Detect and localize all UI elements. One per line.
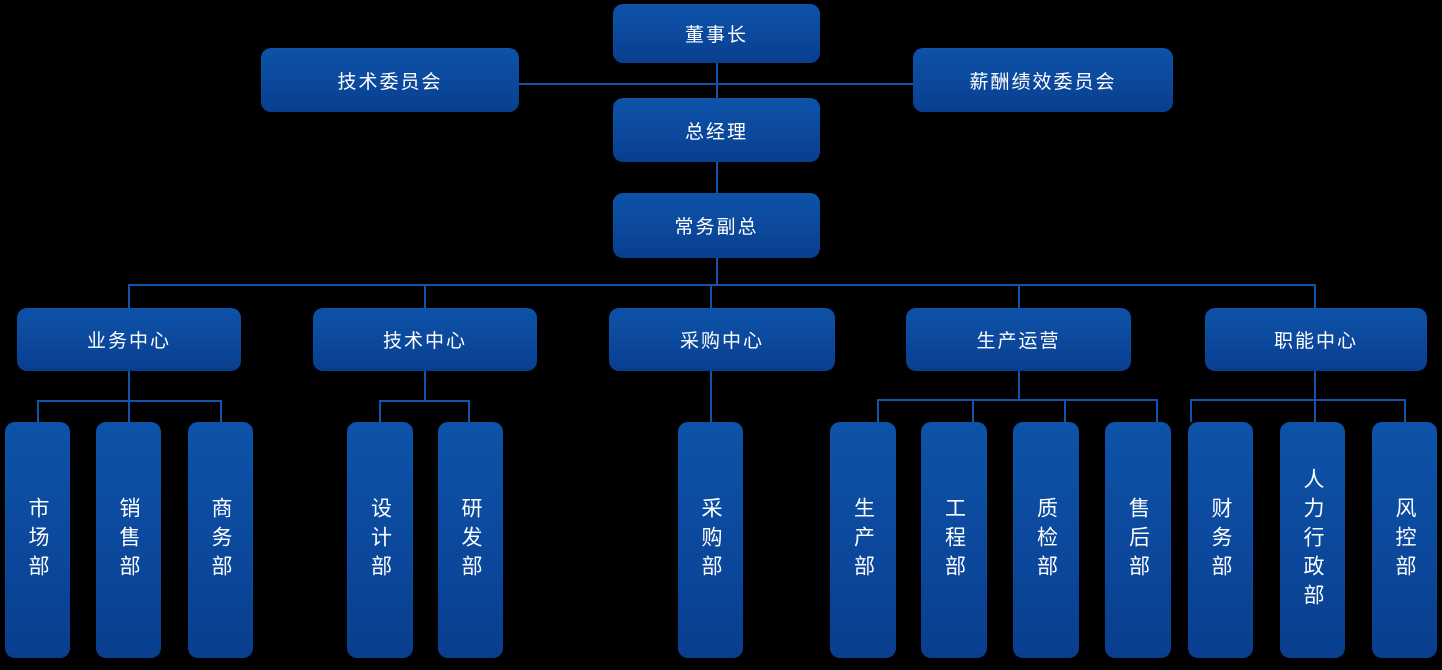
connector-stub-biz-center — [128, 284, 130, 308]
connector-stub-production — [877, 399, 879, 422]
connector-stub-procurement-center — [710, 284, 712, 308]
connector-stub-commerce — [220, 400, 222, 422]
connector-stub-quality — [1064, 399, 1066, 422]
org-node-production-dept: 生产部 — [830, 422, 896, 658]
org-node-functional-center: 职能中心 — [1205, 308, 1427, 371]
org-node-quality-dept: 质检部 — [1013, 422, 1079, 658]
rnd-dept-label: 研发部 — [459, 496, 483, 584]
org-node-finance-dept: 财务部 — [1188, 422, 1253, 658]
connector-stub-marketing — [37, 400, 39, 422]
connector-committees — [519, 83, 913, 85]
connector-stub-tech-center — [424, 284, 426, 308]
design-dept-label: 设计部 — [368, 496, 393, 584]
connector-stub-functional-center — [1314, 284, 1316, 308]
org-node-risk-control-dept: 风控部 — [1372, 422, 1437, 658]
connector-stub-design — [379, 400, 381, 422]
hr-admin-dept-label: 人力行政部 — [1301, 467, 1325, 613]
org-node-production-ops: 生产运营 — [906, 308, 1131, 371]
org-node-tech-center: 技术中心 — [313, 308, 537, 371]
quality-dept-label: 质检部 — [1034, 496, 1059, 584]
finance-dept-label: 财务部 — [1209, 496, 1233, 584]
marketing-dept-label: 市场部 — [26, 496, 50, 584]
org-node-tech-committee: 技术委员会 — [261, 48, 519, 112]
org-node-general-manager: 总经理 — [613, 98, 820, 162]
org-node-purchasing-dept: 采购部 — [678, 422, 743, 658]
after-sales-dept-label: 售后部 — [1126, 496, 1151, 584]
org-node-biz-center: 业务中心 — [17, 308, 241, 371]
purchasing-dept-label: 采购部 — [699, 496, 723, 584]
org-node-after-sales-dept: 售后部 — [1105, 422, 1171, 658]
connector-tech-bus — [379, 400, 470, 402]
org-node-commerce-dept: 商务部 — [188, 422, 253, 658]
connector-gm-deputy — [716, 162, 718, 193]
connector-stub-engineering — [972, 399, 974, 422]
org-node-rnd-dept: 研发部 — [438, 422, 503, 658]
production-dept-label: 生产部 — [851, 496, 876, 584]
org-node-design-dept: 设计部 — [347, 422, 413, 658]
org-node-comp-perf-committee: 薪酬绩效委员会 — [913, 48, 1173, 112]
connector-stub-rnd — [468, 400, 470, 422]
connector-tech-parent — [424, 371, 426, 401]
connector-chairman-gm — [716, 63, 718, 98]
connector-func-bus — [1190, 399, 1406, 401]
org-node-marketing-dept: 市场部 — [5, 422, 70, 658]
connector-prod-bus — [877, 399, 1158, 401]
connector-stub-sales — [128, 400, 130, 422]
connector-stub-risk-control — [1404, 399, 1406, 422]
connector-stub-production-ops — [1018, 284, 1020, 308]
org-node-procurement-center: 采购中心 — [609, 308, 835, 371]
connector-deputy-down — [716, 258, 718, 285]
risk-control-dept-label: 风控部 — [1393, 496, 1417, 584]
org-node-chairman: 董事长 — [613, 4, 820, 63]
connector-func-parent — [1314, 371, 1316, 400]
org-node-hr-admin-dept: 人力行政部 — [1280, 422, 1345, 658]
sales-dept-label: 销售部 — [117, 496, 141, 584]
engineering-dept-label: 工程部 — [942, 496, 967, 584]
org-node-sales-dept: 销售部 — [96, 422, 161, 658]
connector-stub-after-sales — [1156, 399, 1158, 422]
org-node-deputy-gm: 常务副总 — [613, 193, 820, 258]
connector-purchasing — [710, 371, 712, 422]
org-node-engineering-dept: 工程部 — [921, 422, 987, 658]
commerce-dept-label: 商务部 — [209, 496, 233, 584]
connector-biz-parent — [128, 371, 130, 401]
connector-stub-hr-admin — [1314, 399, 1316, 422]
connector-prod-parent — [1018, 371, 1020, 400]
connector-centers-bus — [128, 284, 1316, 286]
connector-stub-finance — [1190, 399, 1192, 422]
